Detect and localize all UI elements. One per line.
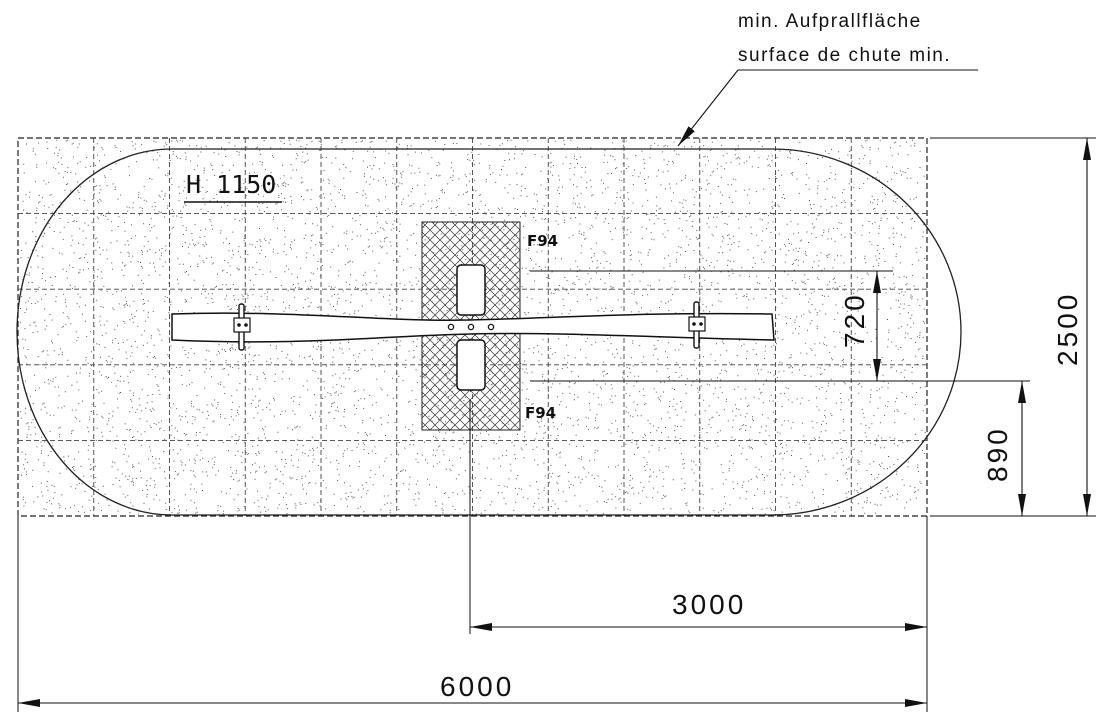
left-handle: [233, 303, 251, 351]
surface-label-fr: surface de chute min.: [738, 45, 951, 66]
dim-720: 720: [839, 292, 870, 348]
surface-label-de: min. Aufprallfläche: [738, 11, 922, 32]
dim-890: 890: [982, 426, 1013, 482]
dimension-lines: [18, 138, 1091, 707]
extension-lines: [17, 137, 1096, 712]
foundation-label-bottom: F94: [525, 404, 556, 422]
right-handle: [688, 301, 706, 349]
dim-2500: 2500: [1052, 292, 1083, 366]
height-label: H 1150: [186, 170, 276, 199]
dim-6000: 6000: [440, 671, 514, 702]
seesaw-beam: [171, 301, 775, 351]
dim-3000: 3000: [672, 589, 746, 620]
foundation-label-top: F94: [527, 232, 558, 250]
foundation-blocks: [421, 221, 521, 431]
impact-outline: [16, 148, 962, 516]
